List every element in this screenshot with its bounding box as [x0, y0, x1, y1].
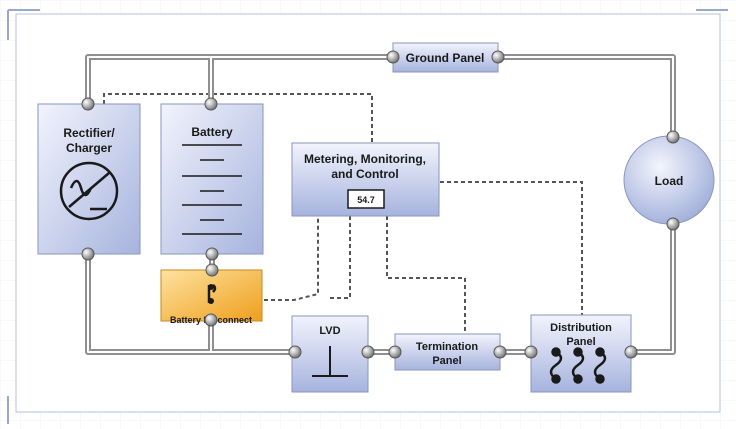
connector-node: [388, 345, 402, 359]
connector-node: [204, 313, 218, 327]
connector-node: [524, 345, 538, 359]
metering-label-line1: Metering, Monitoring,: [304, 152, 426, 166]
connector-node: [205, 247, 219, 261]
rectifier-charger[interactable]: Rectifier/ Charger: [37, 103, 141, 255]
rectifier-label-line2: Charger: [66, 141, 112, 155]
load-label: Load: [655, 174, 684, 188]
battery-plates-icon: [182, 144, 242, 235]
termination-label-line2: Panel: [432, 355, 461, 367]
connector-node: [386, 50, 400, 64]
lvd-label: LVD: [319, 325, 340, 337]
fuse-links-icon: [549, 347, 607, 384]
battery-label: Battery: [191, 125, 233, 139]
metering-label-line2: and Control: [331, 167, 398, 181]
switch-icon: [207, 284, 217, 304]
lvd[interactable]: LVD: [291, 315, 369, 393]
ground-panel[interactable]: Ground Panel: [392, 42, 499, 73]
distribution-label-line2: Panel: [566, 336, 595, 348]
connector-node: [205, 263, 219, 277]
connector-node: [666, 130, 680, 144]
signal-lines: [103, 93, 583, 334]
connector-node: [624, 345, 638, 359]
distribution-label-line1: Distribution: [550, 322, 612, 334]
meter-readout: 54.7: [357, 195, 375, 205]
load[interactable]: Load: [623, 135, 715, 225]
connector-node: [493, 345, 507, 359]
ground-icon: [312, 346, 348, 377]
termination-panel[interactable]: Termination Panel: [394, 333, 501, 371]
ground-panel-label: Ground Panel: [406, 51, 485, 65]
distribution-panel[interactable]: Distribution Panel: [530, 314, 632, 393]
connector-node: [288, 345, 302, 359]
metering-monitoring-control[interactable]: Metering, Monitoring, and Control 54.7: [291, 142, 440, 217]
connector-node: [666, 217, 680, 231]
corner-bracket: [7, 9, 40, 40]
meter-display: [347, 189, 385, 209]
connector-node: [491, 50, 505, 64]
connector-node: [81, 97, 95, 111]
connector-node: [361, 345, 375, 359]
connector-nodes: [81, 50, 680, 359]
termination-label-line1: Termination: [416, 341, 478, 353]
connector-node: [81, 247, 95, 261]
connector-node: [204, 97, 218, 111]
rectifier-label-line1: Rectifier/: [63, 126, 115, 140]
ac-dc-converter-icon: [59, 161, 119, 221]
battery[interactable]: Battery: [160, 103, 264, 255]
